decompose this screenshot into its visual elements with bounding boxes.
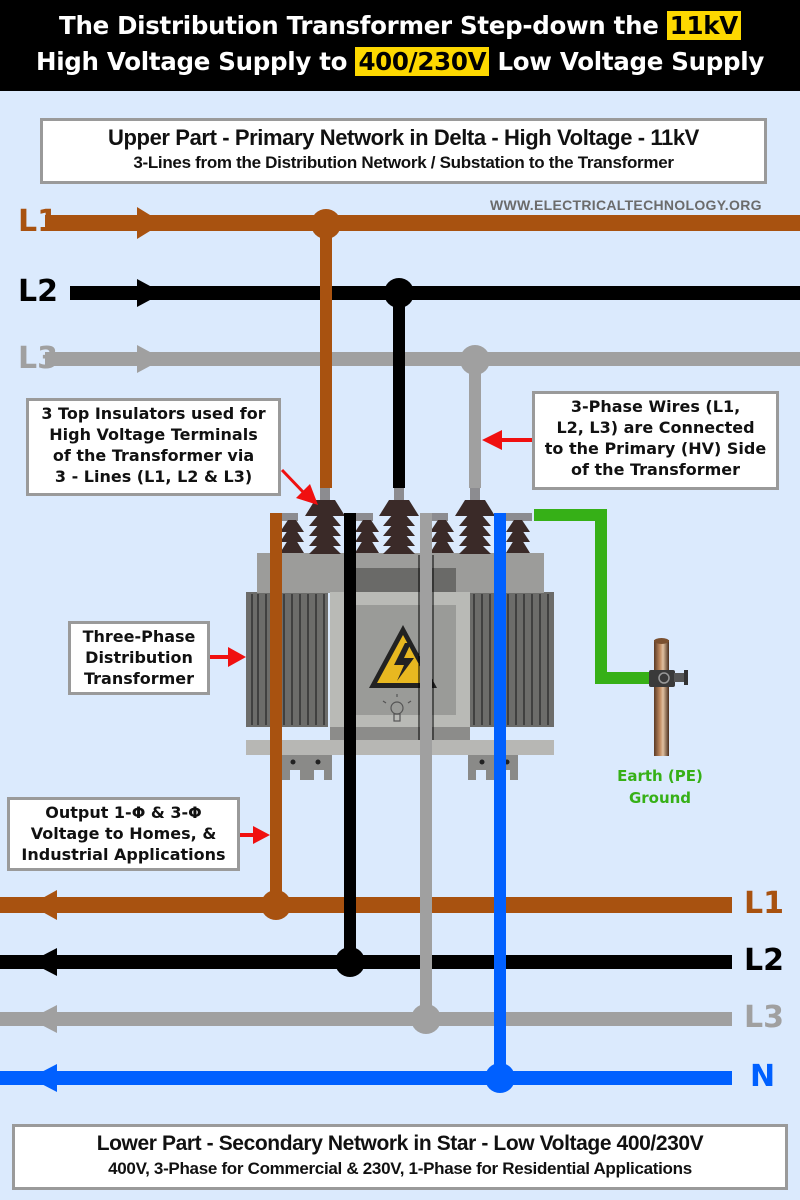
callout-line: of the Transformer via: [52, 446, 255, 465]
secondary-label-l1: L1: [744, 886, 784, 921]
callout-line: Industrial Applications: [21, 845, 226, 864]
lower-part-box: Lower Part - Secondary Network in Star -…: [12, 1124, 788, 1190]
lv-insulator-1: [278, 513, 304, 553]
junction-l3-hv: [460, 345, 490, 375]
header-line-1-text: The Distribution Transformer Step-down t…: [59, 11, 659, 40]
callout-line: Transformer: [83, 669, 194, 688]
left-radiator: [246, 592, 328, 727]
header-highlight-hv: 11kV: [666, 11, 741, 40]
primary-line-l1: [45, 215, 800, 231]
transformer-bottom-band: [330, 727, 470, 741]
hv-insulator-1: [305, 488, 345, 554]
drop-l2-lv: [344, 513, 356, 963]
lower-part-title: Lower Part - Secondary Network in Star -…: [96, 1132, 704, 1155]
header-line-2-prefix: High Voltage Supply to: [36, 47, 348, 76]
header-highlight-lv: 400/230V: [355, 47, 490, 76]
secondary-line-n: [0, 1071, 732, 1085]
secondary-l1-arrow-icon: [30, 890, 57, 920]
primary-label-l3: L3: [18, 341, 58, 376]
upper-part-title: Upper Part - Primary Network in Delta - …: [108, 125, 699, 150]
earth-label: Earth (PE) Ground: [600, 765, 720, 809]
callout-line: 3 Top Insulators used for: [41, 404, 266, 423]
secondary-label-l3: L3: [744, 1000, 784, 1035]
upper-part-subtitle: 3-Lines from the Distribution Network / …: [133, 153, 674, 172]
output-callout: Output 1-Φ & 3-Φ Voltage to Homes, & Ind…: [7, 797, 240, 871]
arrow-to-phase-wire-icon: [482, 430, 532, 450]
hv-insulator-3: [455, 488, 495, 554]
insulators-callout: 3 Top Insulators used for High Voltage T…: [26, 398, 281, 496]
upper-part-box: Upper Part - Primary Network in Delta - …: [40, 118, 767, 184]
transformer: [246, 488, 554, 780]
lower-part-subtitle: 400V, 3-Phase for Commercial & 230V, 1-P…: [108, 1159, 692, 1178]
secondary-n-arrow-icon: [30, 1064, 57, 1092]
callout-line: 3 - Lines (L1, L2 & L3): [54, 467, 253, 486]
drop-l1-lv: [270, 513, 282, 905]
secondary-l3-arrow-icon: [30, 1005, 57, 1033]
callout-line: to the Primary (HV) Side: [544, 439, 767, 458]
callout-line: 3-Phase Wires (L1,: [570, 397, 741, 416]
hv-insulators: [305, 488, 495, 554]
header-line-2: High Voltage Supply to 400/230V Low Volt…: [0, 44, 800, 80]
primary-line-l3: [45, 352, 800, 366]
secondary-line-l3: [0, 1012, 732, 1026]
callout-arrows: [208, 430, 532, 844]
drop-l3-hv: [469, 359, 481, 488]
secondary-network: [0, 890, 732, 1093]
lv-insulator-4: [504, 513, 532, 553]
header-line-1: The Distribution Transformer Step-down t…: [0, 8, 800, 44]
arrow-to-output-icon: [240, 826, 270, 844]
earth-rod-icon: [649, 638, 688, 756]
secondary-label-n: N: [750, 1059, 776, 1094]
secondary-label-l2: L2: [744, 943, 784, 978]
primary-line-l2: [70, 286, 800, 300]
arrow-to-transformer-icon: [208, 647, 246, 667]
secondary-line-l1: [0, 897, 732, 913]
primary-label-l1: L1: [18, 204, 58, 239]
secondary-line-l2: [0, 955, 732, 969]
primary-l3-arrow-icon: [137, 345, 163, 373]
junction-l3-lv: [411, 1004, 441, 1034]
callout-line: Distribution: [85, 648, 193, 667]
earth-wire: [534, 509, 650, 684]
earth-label-line-1: Earth (PE): [617, 767, 703, 785]
drop-l1-hv: [320, 223, 332, 488]
watermark: WWW.ELECTRICALTECHNOLOGY.ORG: [490, 197, 762, 213]
junction-l2-lv: [335, 947, 365, 977]
page-header: The Distribution Transformer Step-down t…: [0, 0, 800, 91]
transformer-feet: [282, 755, 518, 780]
phase-wires-callout: 3-Phase Wires (L1, L2, L3) are Connected…: [532, 391, 779, 490]
callout-line: Output 1-Φ & 3-Φ: [45, 803, 202, 822]
secondary-l2-arrow-icon: [30, 948, 57, 976]
callout-line: Three-Phase: [82, 627, 196, 646]
junction-l1-hv: [311, 209, 341, 239]
hv-insulator-2: [379, 488, 419, 554]
primary-l2-arrow-icon: [137, 279, 163, 307]
callout-line: High Voltage Terminals: [49, 425, 258, 444]
arrow-to-insulator-icon: [280, 468, 318, 505]
callout-line: L2, L3) are Connected: [556, 418, 755, 437]
transformer-callout: Three-Phase Distribution Transformer: [68, 621, 210, 695]
callout-line: of the Transformer: [571, 460, 740, 479]
primary-l1-arrow-icon: [137, 207, 163, 239]
lv-insulators: [278, 513, 532, 553]
junction-n-lv: [485, 1063, 515, 1093]
primary-network: [45, 207, 800, 488]
right-radiator: [468, 592, 554, 727]
callout-line: Voltage to Homes, &: [30, 824, 217, 843]
lv-insulator-3: [428, 513, 454, 553]
primary-label-l2: L2: [18, 274, 58, 309]
header-line-2-suffix: Low Voltage Supply: [497, 47, 764, 76]
transformer-top-shade: [356, 568, 456, 592]
junction-l2-hv: [384, 278, 414, 308]
lv-insulator-2: [353, 513, 379, 553]
lamp-icon: [382, 694, 412, 722]
junction-l1-lv: [261, 890, 291, 920]
drop-l2-hv: [393, 293, 405, 488]
earth-label-line-2: Ground: [628, 789, 692, 807]
transformer-base: [246, 740, 554, 755]
